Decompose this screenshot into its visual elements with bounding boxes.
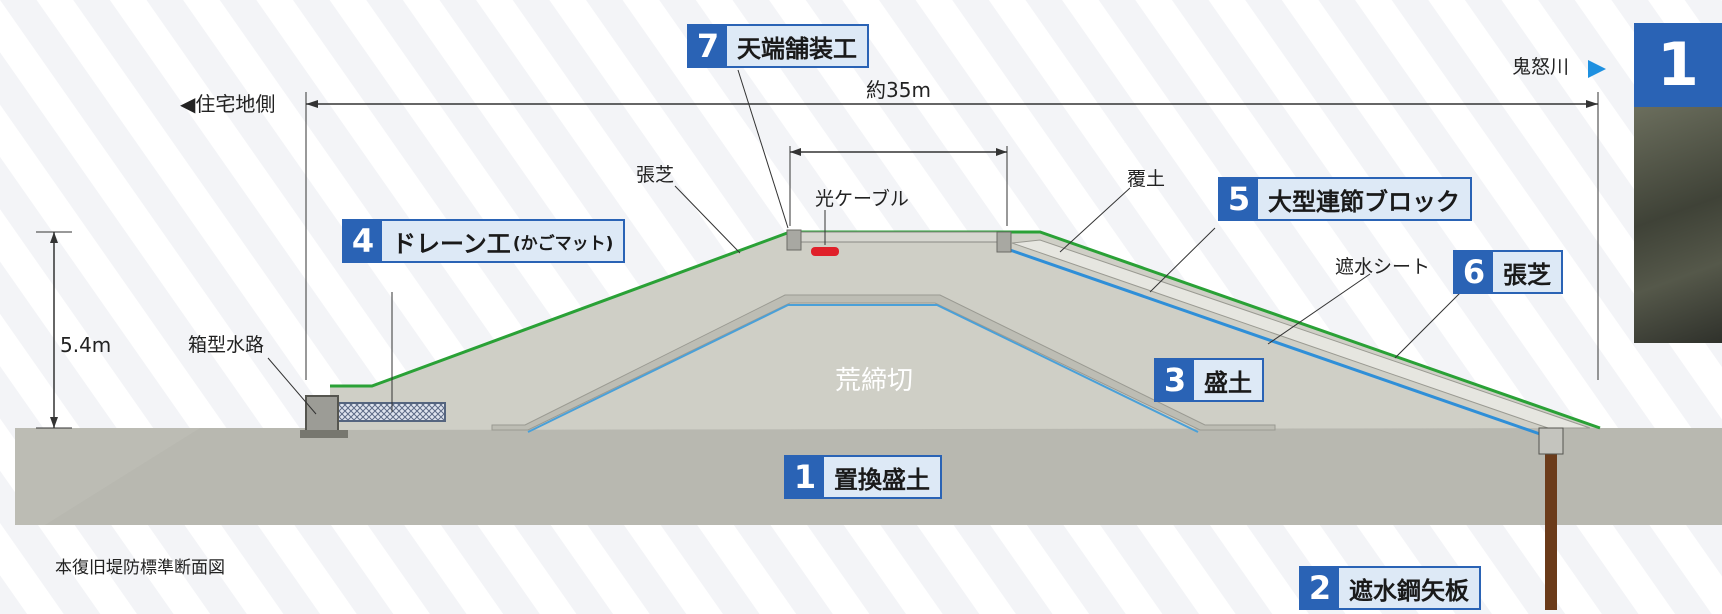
- label-arashimekiri: 荒締切: [835, 366, 914, 396]
- badge-2-label: 遮水鋼矢板: [1349, 576, 1469, 605]
- leader-sheet: [1267, 273, 1371, 345]
- width-dim-arrow-right: [1586, 100, 1598, 108]
- photo-panel: 1: [1634, 23, 1722, 343]
- width-label: 約35m: [866, 78, 931, 102]
- label-hikari-cable: 光ケーブル: [815, 188, 909, 210]
- badge-4-label: ドレーン工(かごマット): [382, 221, 623, 261]
- label-harishiba: 張芝: [636, 164, 675, 186]
- badge-3: 3 盛土: [1154, 358, 1264, 402]
- ground-top-band: [15, 428, 200, 525]
- drain-mat: [334, 402, 446, 422]
- badge-3-number: 3: [1156, 360, 1194, 400]
- label-fukudo: 覆土: [1127, 168, 1166, 190]
- badge-4-number: 4: [344, 221, 382, 261]
- optical-cable: [811, 247, 839, 256]
- residential-side-label: ◀住宅地側: [180, 92, 276, 116]
- badge-6-label: 張芝: [1503, 260, 1551, 289]
- badge-7: 7 天端舗装工: [687, 24, 869, 68]
- badge-5-number: 5: [1220, 179, 1258, 219]
- badge-1-label: 置換盛土: [834, 465, 930, 494]
- badge-5-label: 大型連節ブロック: [1268, 187, 1460, 216]
- curb-left: [786, 229, 802, 251]
- crest-dim-arrow-left: [790, 148, 801, 156]
- badge-7-number: 7: [689, 26, 727, 66]
- river-side-label: 鬼怒川: [1512, 56, 1570, 78]
- sheet-pile-cap: [1538, 427, 1564, 455]
- width-dim-arrow-left: [306, 100, 318, 108]
- construction-photo: [1634, 107, 1722, 343]
- leader-badge7: [737, 69, 789, 229]
- badge-7-label: 天端舗装工: [737, 34, 857, 63]
- badge-6-number: 6: [1455, 252, 1493, 292]
- leader-fukudo: [1059, 187, 1131, 253]
- photo-badge: 1: [1634, 23, 1722, 107]
- badge-4: 4 ドレーン工(かごマット): [342, 219, 626, 263]
- badge-5: 5 大型連節ブロック: [1218, 177, 1472, 221]
- sheet-pile: [1545, 430, 1557, 610]
- badge-2: 2 遮水鋼矢板: [1299, 566, 1481, 610]
- sheet-line: [1009, 248, 1541, 436]
- badge-4-sub: (かごマット): [512, 233, 614, 254]
- crest-dim-arrow-right: [996, 148, 1007, 156]
- badge-1-number: 1: [786, 457, 824, 497]
- label-shasui-sheet: 遮水シート: [1335, 256, 1431, 278]
- pavement: [794, 231, 1006, 243]
- block-layer: [1011, 239, 1591, 429]
- box-channel-base: [300, 430, 348, 438]
- badge-4-main: ドレーン工: [392, 229, 511, 258]
- box-channel: [305, 395, 339, 433]
- badge-3-label: 盛土: [1204, 368, 1252, 397]
- curb-right: [996, 231, 1012, 253]
- leader-badge5: [1149, 227, 1216, 293]
- badge-1: 1 置換盛土: [784, 455, 942, 499]
- label-hakogata-suiro: 箱型水路: [188, 334, 265, 356]
- river-arrow-icon: [1588, 60, 1606, 78]
- height-dim-arrow-top: [50, 232, 58, 243]
- height-dim-arrow-bottom: [50, 417, 58, 428]
- core-outline: [491, 294, 1276, 431]
- leader-badge6: [1394, 292, 1461, 359]
- diagram-caption: 本復旧堤防標準断面図: [55, 558, 225, 578]
- badge-2-number: 2: [1301, 568, 1339, 608]
- leader-harishiba: [674, 185, 741, 254]
- height-label: 5.4m: [60, 333, 112, 357]
- leader-box: [267, 357, 317, 415]
- embankment-body: [330, 232, 1600, 430]
- badge-6: 6 張芝: [1453, 250, 1563, 294]
- core-blue-line: [527, 304, 1199, 433]
